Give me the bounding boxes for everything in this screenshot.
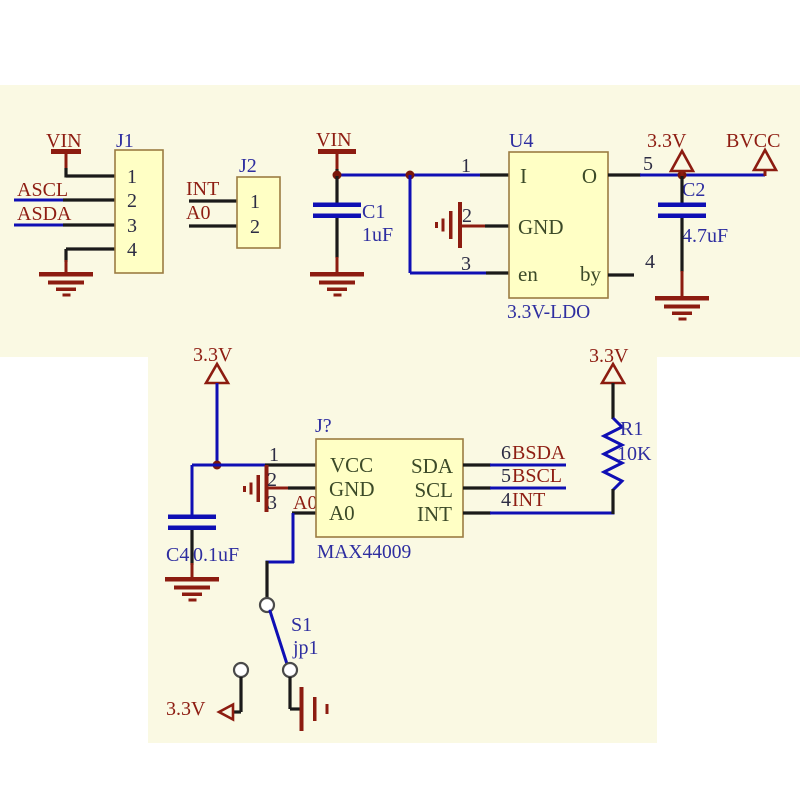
vin-power-bar-icon	[51, 149, 81, 154]
r1-designator: R1	[620, 418, 643, 440]
junction-dot	[332, 170, 342, 180]
r1-value: 10K	[617, 443, 652, 465]
j2-designator: J2	[239, 155, 257, 177]
sensor-designator: J?	[315, 415, 332, 437]
output-node-c2: 3.3V BVCC C2 4.7uF	[647, 130, 780, 321]
net-label-3v3-jumper: 3.3V	[166, 698, 206, 720]
switch-terminal	[232, 661, 250, 679]
sensor-pin-number-6: 6	[501, 442, 511, 464]
jumper-s1: S1 jp1 3.3V	[166, 596, 329, 731]
switch-terminal	[258, 596, 276, 614]
j1-pin-number-3: 3	[127, 215, 137, 237]
u4-pin-name-gnd: GND	[518, 215, 564, 239]
connector-j2: INT A0 J2 1 2	[186, 155, 281, 249]
sensor-pin-name-scl: SCL	[414, 478, 453, 502]
u4-designator: U4	[509, 130, 533, 152]
ground-symbol-sideways-icon	[243, 465, 269, 512]
sensor-pin-number-2: 2	[267, 469, 277, 491]
u4-subtitle: 3.3V-LDO	[507, 302, 590, 323]
net-label-int: INT	[186, 178, 219, 200]
net-label-3v3-r1: 3.3V	[589, 345, 629, 367]
ground-symbol-icon	[310, 272, 364, 297]
net-label-asda: ASDA	[17, 203, 72, 225]
vin-power-bar-icon	[318, 149, 356, 154]
sensor-pin-number-5: 5	[501, 465, 511, 487]
c2-designator: C2	[682, 179, 705, 201]
net-label-3v3-sensor: 3.3V	[193, 344, 233, 366]
sensor-supply-c4: 3.3V C4 0.1uF	[165, 344, 316, 602]
ground-symbol-icon	[39, 272, 93, 297]
c1-capacitor-icon	[313, 213, 361, 218]
switch-terminal	[281, 661, 299, 679]
regulator-u4: U4 I GND en O by 3.3V-LDO 1 2 3 5 4	[435, 130, 765, 323]
sensor-pin-name-vcc: VCC	[330, 453, 373, 477]
sensor-pin-number-1: 1	[269, 444, 279, 466]
j1-designator: J1	[116, 130, 134, 152]
ground-symbol-sideways-icon	[299, 687, 329, 731]
net-label-bscl: BSCL	[512, 465, 562, 487]
connector-j1: VIN ASCL ASDA J1 1 2 3 4	[14, 130, 164, 297]
u4-pin-number-4: 4	[645, 251, 655, 273]
input-node-c1: VIN C1 1uF	[310, 129, 509, 297]
resistor-zigzag-icon	[600, 416, 626, 492]
net-label-a0: A0	[186, 202, 210, 224]
sensor-max44009: A0 J? VCC GND A0 SDA SCL INT MAX44009 1 …	[243, 415, 615, 598]
u4-pin-name-en: en	[518, 262, 538, 286]
c2-capacitor-icon	[658, 213, 706, 218]
c1-capacitor-icon	[313, 202, 361, 207]
u4-pin-number-2: 2	[462, 205, 472, 227]
sensor-pin-name-gnd: GND	[329, 477, 375, 501]
net-label-bsda: BSDA	[512, 442, 566, 464]
ground-symbol-icon	[655, 296, 709, 321]
net-label-int-2: INT	[512, 489, 545, 511]
j1-pin-number-4: 4	[127, 239, 137, 261]
ground-symbol-sideways-icon	[435, 202, 462, 248]
u4-pin-name-in: I	[520, 164, 527, 188]
c2-capacitor-icon	[658, 202, 706, 207]
sensor-pin-name-int: INT	[417, 502, 452, 526]
power-port-left-icon	[216, 702, 235, 722]
u4-pin-number-5: 5	[643, 153, 653, 175]
j2-pin-number-2: 2	[250, 216, 260, 238]
sensor-pin-name-a0: A0	[329, 501, 355, 525]
j2-pin-number-1: 1	[250, 191, 260, 213]
u4-pin-number-1: 1	[461, 155, 471, 177]
sensor-part-number: MAX44009	[317, 542, 411, 563]
u4-body	[508, 151, 609, 299]
j1-pin-number-2: 2	[127, 190, 137, 212]
c4-capacitor-icon	[168, 525, 216, 530]
s1-designator: S1	[291, 614, 312, 636]
c4-capacitor-icon	[168, 514, 216, 519]
net-label-ascl: ASCL	[17, 179, 68, 201]
u4-pin-number-3: 3	[461, 253, 471, 275]
j1-body	[114, 149, 164, 274]
c1-designator: C1	[362, 201, 385, 223]
net-label-a0-sensor: A0	[293, 492, 317, 514]
j1-pin-number-1: 1	[127, 166, 137, 188]
c4-value: 0.1uF	[193, 544, 239, 566]
s1-value: jp1	[292, 637, 319, 659]
j2-body	[236, 176, 281, 249]
sensor-pin-number-4: 4	[501, 489, 511, 511]
net-label-3v3: 3.3V	[647, 130, 687, 152]
sensor-pin-name-sda: SDA	[411, 454, 454, 478]
u4-pin-name-out: O	[582, 164, 597, 188]
switch-lever	[268, 609, 289, 666]
ground-symbol-icon	[165, 577, 219, 602]
net-label-vin: VIN	[46, 130, 82, 152]
pullup-r1: 3.3V R1 10K	[589, 345, 652, 514]
sensor-pin-number-3: 3	[267, 492, 277, 514]
u4-pin-name-by: by	[580, 262, 602, 286]
net-label-bvcc: BVCC	[726, 130, 780, 152]
c1-value: 1uF	[362, 224, 393, 246]
max44009-body	[315, 438, 464, 538]
net-label-vin-2: VIN	[316, 129, 352, 151]
schematic-sheet-bottom	[148, 357, 657, 743]
c2-value: 4.7uF	[682, 225, 728, 247]
c4-designator: C4	[166, 544, 189, 566]
